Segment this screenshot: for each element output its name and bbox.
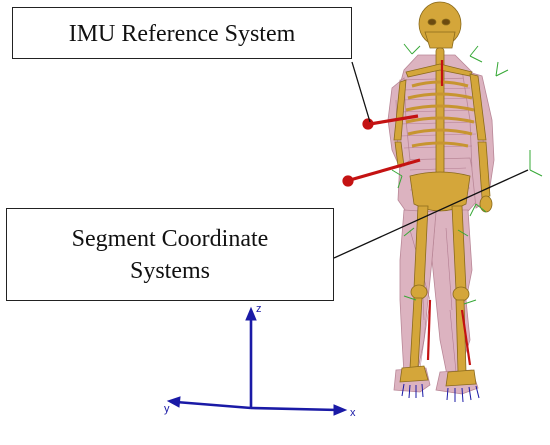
x-axis-line: [250, 406, 339, 412]
axis-labels: z x y: [164, 303, 356, 419]
leader-lines: [333, 61, 529, 259]
z-axis-arrowhead: [245, 306, 257, 321]
segment-leader-line: [333, 169, 529, 259]
imu-reference-text: IMU Reference System: [68, 21, 296, 47]
red-muscle-accents: [426, 60, 472, 366]
musculoskeletal-model: [342, 1, 543, 403]
segment-coordinate-label: Segment Coordinate Systems: [6, 208, 334, 301]
segment-label-line-2: Systems: [129, 258, 210, 284]
pelvis: [409, 171, 471, 212]
imu-reference-label: IMU Reference System: [12, 7, 352, 59]
y-axis-line: [175, 400, 252, 410]
imu-reference-arrows: [342, 114, 421, 187]
x-axis-label: x: [350, 407, 356, 419]
y-axis-label: y: [164, 403, 170, 415]
y-axis-arrowhead: [166, 396, 181, 408]
ribcage: [405, 80, 475, 148]
segment-coordinate-axes: [391, 43, 543, 305]
global-axes: [166, 306, 348, 416]
imu-leader-line: [351, 61, 371, 123]
x-axis-arrowhead: [333, 404, 348, 416]
z-axis-label: z: [256, 303, 262, 315]
bone-layer: [393, 1, 493, 387]
segment-label-line-1: Segment Coordinate: [71, 226, 269, 252]
foot-markers: [401, 383, 480, 403]
